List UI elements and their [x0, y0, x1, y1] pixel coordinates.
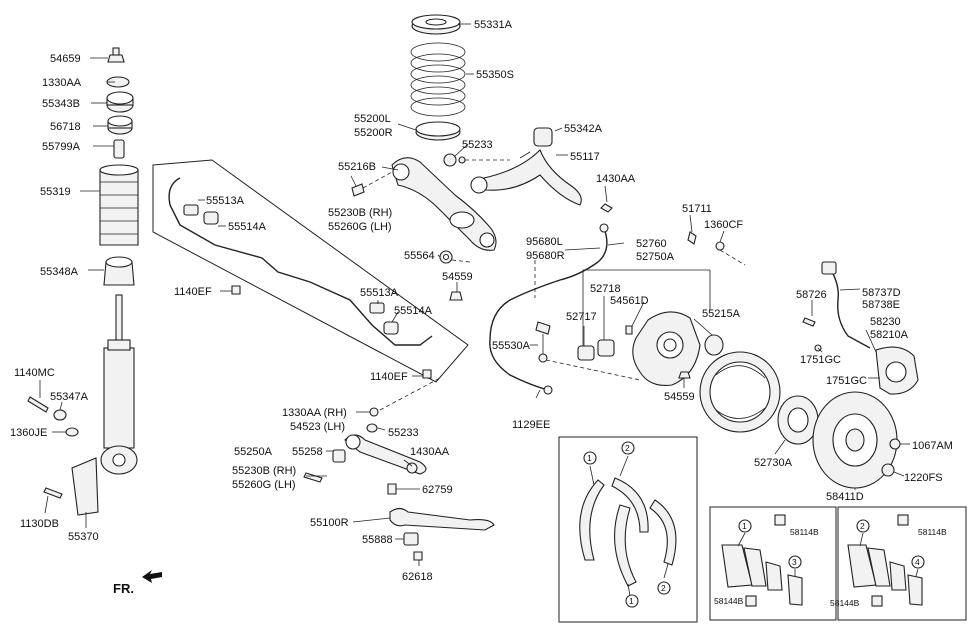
label-58230: 58230 [870, 316, 901, 328]
callout-3: 3 [792, 557, 797, 567]
brake-pad-box-left [709, 506, 837, 621]
label-1360cf: 1360CF [704, 219, 743, 231]
label-55799a: 55799A [42, 141, 81, 153]
knuckle-assembly [530, 214, 746, 399]
label-55888: 55888 [362, 534, 393, 546]
label-1129ee: 1129EE [512, 419, 550, 431]
callout-1: 1 [629, 596, 634, 606]
label-55250a: 55250A [234, 446, 273, 458]
label-55514a-1: 55514A [228, 221, 267, 233]
center-small-parts [437, 250, 471, 301]
label-62618: 62618 [402, 571, 433, 583]
label-58210a: 58210A [870, 329, 909, 341]
label-58144b-2: 58144B [830, 598, 860, 608]
label-52750a: 52750A [636, 251, 675, 263]
label-55514a-2: 55514A [394, 305, 433, 317]
brake-pad-box-right [837, 506, 967, 621]
label-55260g-lh: 55260G (LH) [328, 221, 392, 233]
label-55258: 55258 [292, 446, 323, 458]
label-1130db: 1130DB [20, 518, 59, 530]
label-55233-lower: 55233 [388, 427, 419, 439]
label-55200r: 55200R [354, 127, 393, 139]
label-1330aa: 1330AA [42, 77, 82, 89]
callout-2: 2 [860, 521, 865, 531]
label-55343b: 55343B [42, 98, 80, 110]
callout-markers: 1 2 1 2 1 3 2 4 [583, 441, 925, 608]
label-55513a-1: 55513A [206, 195, 245, 207]
label-95680r: 95680R [526, 250, 565, 262]
label-58114b-1: 58114B [790, 527, 819, 537]
label-51711: 51711 [682, 203, 712, 215]
label-54559-center: 54559 [442, 271, 473, 283]
label-1751gc-2: 1751GC [826, 375, 867, 387]
label-55215a: 55215A [702, 308, 741, 320]
label-55200l: 55200L [354, 113, 391, 125]
label-52760: 52760 [636, 238, 667, 250]
label-52717: 52717 [566, 311, 597, 323]
label-55260g-lh-2: 55260G (LH) [232, 479, 296, 491]
label-58144b-1: 58144B [714, 596, 744, 606]
label-1430aa-lower: 1430AA [410, 446, 450, 458]
label-58411d: 58411D [826, 491, 864, 503]
label-1220fs: 1220FS [904, 472, 943, 484]
label-55564: 55564 [404, 250, 435, 262]
label-55342a: 55342A [564, 123, 603, 135]
label-58738e: 58738E [862, 299, 900, 311]
label-55530a: 55530A [492, 340, 531, 352]
label-55513a-2: 55513A [360, 287, 399, 299]
label-1330aa-rh: 1330AA (RH) [282, 407, 347, 419]
label-55370: 55370 [68, 531, 99, 543]
label-55100r: 55100R [310, 517, 349, 529]
label-56718: 56718 [50, 121, 81, 133]
label-1067am: 1067AM [912, 440, 953, 452]
label-54659: 54659 [50, 53, 81, 65]
label-55216b: 55216B [338, 161, 376, 173]
label-55350s: 55350S [476, 69, 514, 81]
label-54523-lh: 54523 (LH) [290, 421, 345, 433]
callout-2: 2 [625, 443, 630, 453]
coil-spring-assembly [397, 14, 474, 141]
caliper-assembly [802, 261, 919, 395]
label-58114b-2: 58114B [918, 527, 947, 537]
label-1140ef-1: 1140EF [174, 286, 212, 298]
label-54561d: 54561D [610, 295, 649, 307]
callout-2: 2 [661, 583, 666, 593]
front-direction-indicator [142, 570, 162, 583]
label-55230b-rh-2: 55230B (RH) [232, 465, 296, 477]
label-54559-right: 54559 [664, 391, 695, 403]
arrow-icon [142, 570, 162, 583]
label-front: FR. [113, 581, 134, 596]
label-1430aa-upper: 1430AA [596, 173, 636, 185]
label-55233-upper: 55233 [462, 139, 493, 151]
label-95680l: 95680L [526, 236, 563, 248]
brake-disc-hub-assembly [699, 351, 910, 490]
upper-control-arm [470, 127, 613, 213]
label-55319: 55319 [40, 186, 71, 198]
label-55347a: 55347A [50, 391, 89, 403]
callout-1: 1 [587, 453, 592, 463]
part-labels: 54659 1330AA 55343B 56718 55799A 55319 5… [10, 19, 953, 608]
label-55331a: 55331A [474, 19, 513, 31]
lower-link-assembly [303, 377, 495, 566]
label-55117: 55117 [570, 151, 600, 163]
label-58737d: 58737D [862, 287, 901, 299]
label-52730a: 52730A [754, 457, 793, 469]
label-1751gc-1: 1751GC [800, 354, 841, 366]
callout-1: 1 [742, 521, 747, 531]
parking-brake-shoe-box [558, 436, 698, 623]
label-55230b-rh: 55230B (RH) [328, 207, 392, 219]
label-62759: 62759 [422, 484, 453, 496]
callout-4: 4 [915, 557, 920, 567]
label-1140mc: 1140MC [14, 367, 55, 379]
shock-absorber-assembly [27, 47, 139, 528]
stabilizer-bar-group [152, 159, 469, 383]
label-52718: 52718 [590, 283, 621, 295]
label-1140ef-2: 1140EF [370, 371, 408, 383]
abs-sensor-cable [489, 223, 625, 395]
label-1360je: 1360JE [10, 427, 47, 439]
label-55348a: 55348A [40, 266, 79, 278]
lower-control-arm [350, 143, 510, 251]
label-58726: 58726 [796, 289, 827, 301]
